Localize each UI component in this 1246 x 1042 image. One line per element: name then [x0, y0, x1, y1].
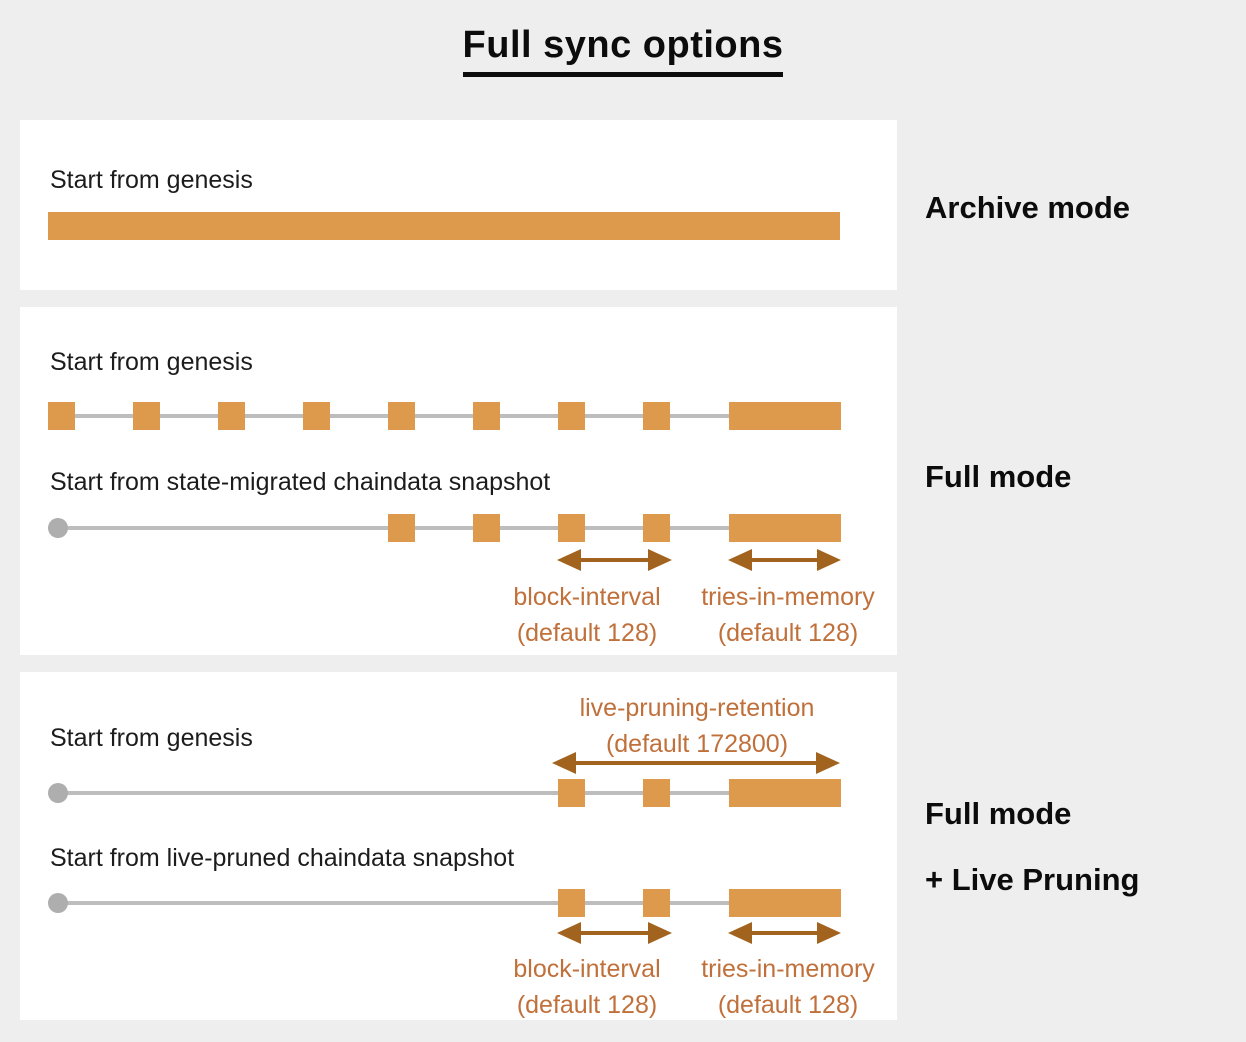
- block-square: [388, 402, 415, 430]
- block-square: [303, 402, 330, 430]
- recent-state-bar: [729, 779, 841, 807]
- tries-in-memory-name: tries-in-memory: [701, 955, 875, 983]
- tries-in-memory-default: (default 128): [717, 991, 859, 1019]
- block-square: [133, 402, 160, 430]
- block-square: [558, 779, 585, 807]
- archive-full-history-bar: [48, 212, 840, 240]
- live-pruning-retention-default: (default 172800): [605, 730, 789, 758]
- block-square: [643, 514, 670, 542]
- recent-state-bar: [729, 889, 841, 917]
- block-interval-arrow: [557, 922, 672, 944]
- live-snapshot-label: Start from live-pruned chaindata snapsho…: [50, 844, 515, 872]
- block-square: [48, 402, 75, 430]
- block-square: [388, 514, 415, 542]
- block-square: [218, 402, 245, 430]
- block-square: [643, 889, 670, 917]
- block-interval-name: block-interval: [513, 955, 661, 983]
- timeline-line: [58, 791, 740, 795]
- full-genesis-label: Start from genesis: [50, 348, 253, 376]
- live-mode-label-line2: + Live Pruning: [925, 862, 1140, 897]
- block-square: [643, 779, 670, 807]
- tries-in-memory-arrow: [728, 549, 841, 571]
- arrow-shaft: [744, 931, 825, 935]
- full-mode-panel: Start from genesis Start from state-migr…: [20, 307, 897, 655]
- live-genesis-label: Start from genesis: [50, 724, 253, 752]
- arrow-shaft: [744, 558, 825, 562]
- live-pruning-retention-name: live-pruning-retention: [579, 694, 815, 722]
- timeline-line: [58, 901, 740, 905]
- arrow-shaft: [568, 761, 824, 765]
- arrow-head-right-icon: [816, 752, 840, 774]
- archive-start-label: Start from genesis: [50, 166, 253, 194]
- arrow-head-right-icon: [817, 922, 841, 944]
- block-interval-default: (default 128): [516, 991, 658, 1019]
- arrow-head-right-icon: [817, 549, 841, 571]
- archive-mode-label: Archive mode: [925, 190, 1131, 225]
- arrow-head-left-icon: [728, 922, 752, 944]
- tries-in-memory-arrow: [728, 922, 841, 944]
- timeline-start-dot: [48, 518, 68, 538]
- timeline-start-dot: [48, 783, 68, 803]
- arrow-head-left-icon: [728, 549, 752, 571]
- archive-mode-panel: Start from genesis: [20, 120, 897, 290]
- arrow-shaft: [573, 931, 656, 935]
- arrow-head-right-icon: [648, 922, 672, 944]
- arrow-head-left-icon: [557, 549, 581, 571]
- tries-in-memory-default: (default 128): [717, 619, 859, 647]
- block-square: [558, 402, 585, 430]
- arrow-shaft: [573, 558, 656, 562]
- block-interval-arrow: [557, 549, 672, 571]
- block-square: [558, 514, 585, 542]
- full-mode-label: Full mode: [925, 459, 1072, 494]
- block-square: [643, 402, 670, 430]
- block-interval-default: (default 128): [516, 619, 658, 647]
- arrow-head-left-icon: [552, 752, 576, 774]
- timeline-start-dot: [48, 893, 68, 913]
- block-square: [473, 514, 500, 542]
- tries-in-memory-name: tries-in-memory: [701, 583, 875, 611]
- arrow-head-left-icon: [557, 922, 581, 944]
- arrow-head-right-icon: [648, 549, 672, 571]
- page-title: Full sync options: [462, 24, 784, 77]
- live-mode-label-line1: Full mode: [925, 796, 1072, 831]
- diagram-title-wrap: Full sync options: [0, 24, 1246, 77]
- recent-state-bar: [729, 402, 841, 430]
- recent-state-bar: [729, 514, 841, 542]
- block-square: [558, 889, 585, 917]
- live-pruning-retention-arrow: [552, 752, 840, 774]
- block-interval-name: block-interval: [513, 583, 661, 611]
- live-pruning-panel: live-pruning-retention (default 172800) …: [20, 672, 897, 1020]
- full-snapshot-label: Start from state-migrated chaindata snap…: [50, 468, 551, 496]
- block-square: [473, 402, 500, 430]
